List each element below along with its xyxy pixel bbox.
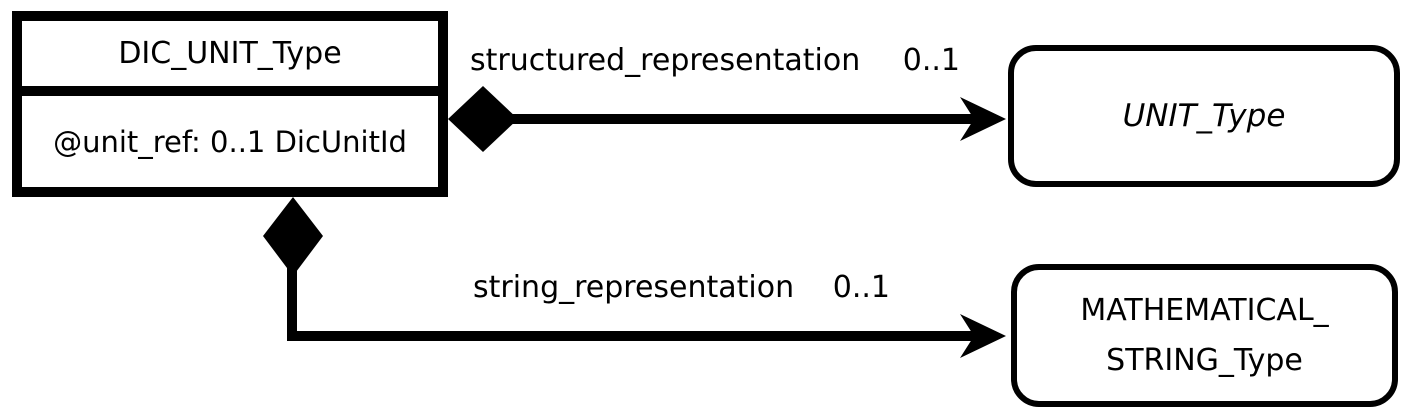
type-name: UNIT_Type <box>1122 98 1286 134</box>
composition-diamond-string <box>263 197 323 276</box>
edge-label-multiplicity: 0..1 <box>902 43 960 78</box>
type-box-unit-type[interactable]: UNIT_Type <box>1008 45 1400 187</box>
edge-label-multiplicity: 0..1 <box>832 270 890 305</box>
edge-label-name: structured_representation <box>470 43 861 78</box>
edge-label-structured: structured_representation 0..1 <box>470 44 960 78</box>
arrowhead-structured <box>960 97 1006 141</box>
type-name-line1: MATHEMATICAL_ <box>1080 292 1329 328</box>
class-box-dic-unit-type[interactable]: DIC_UNIT_Type @unit_ref: 0..1 DicUnitId <box>12 11 448 197</box>
arrowhead-string <box>960 314 1006 358</box>
composition-diamond-structured <box>448 86 518 152</box>
edge-label-name: string_representation <box>473 270 795 305</box>
connector-line-string <box>287 268 978 341</box>
type-name-line2: STRING_Type <box>1106 342 1303 378</box>
edge-label-string: string_representation 0..1 <box>473 271 890 305</box>
type-box-mathematical-string-type[interactable]: MATHEMATICAL_ STRING_Type <box>1011 264 1398 407</box>
class-title: DIC_UNIT_Type <box>22 21 438 96</box>
class-attribute: @unit_ref: 0..1 DicUnitId <box>53 124 407 159</box>
